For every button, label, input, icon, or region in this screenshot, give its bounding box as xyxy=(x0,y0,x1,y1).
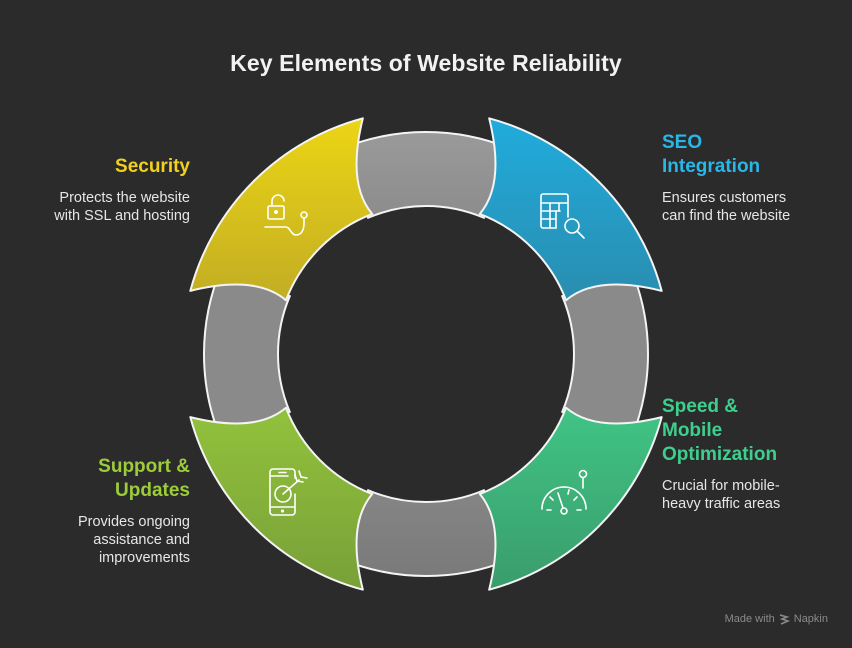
segment-seo xyxy=(478,117,663,302)
element-support: Support & Updates Provides ongoing assis… xyxy=(78,455,190,567)
page-title: Key Elements of Website Reliability xyxy=(230,50,622,76)
element-seo: SEO Integration Ensures customers can fi… xyxy=(662,131,790,225)
mobile-target-icon xyxy=(269,468,308,516)
watermark: Made with Napkin xyxy=(725,613,828,625)
security-description: Protects the website with SSL and hostin… xyxy=(54,190,190,224)
segment-speed xyxy=(478,406,663,591)
element-security: Security Protects the website with SSL a… xyxy=(54,155,190,225)
ring-segments xyxy=(189,117,663,591)
element-speed: Speed & Mobile Optimization Crucial for … xyxy=(662,395,780,513)
speed-title: Speed & Mobile Optimization xyxy=(662,396,778,465)
speedometer-icon xyxy=(541,469,588,515)
seo-title: SEO Integration xyxy=(662,132,761,177)
segment-security xyxy=(189,117,374,302)
seo-description: Ensures customers can find the website xyxy=(662,190,791,224)
security-title: Security xyxy=(115,156,190,177)
watermark-prefix: Made with xyxy=(724,613,775,625)
segment-support xyxy=(189,406,374,591)
support-description: Provides ongoing assistance and improvem… xyxy=(77,514,190,566)
napkin-logo-icon xyxy=(779,613,790,625)
support-title: Support & Updates xyxy=(98,456,190,501)
watermark-brand: Napkin xyxy=(793,613,828,625)
unlock-key-icon xyxy=(264,194,308,236)
table-search-icon xyxy=(540,193,585,239)
speed-description: Crucial for mobile- heavy traffic areas xyxy=(662,478,781,512)
